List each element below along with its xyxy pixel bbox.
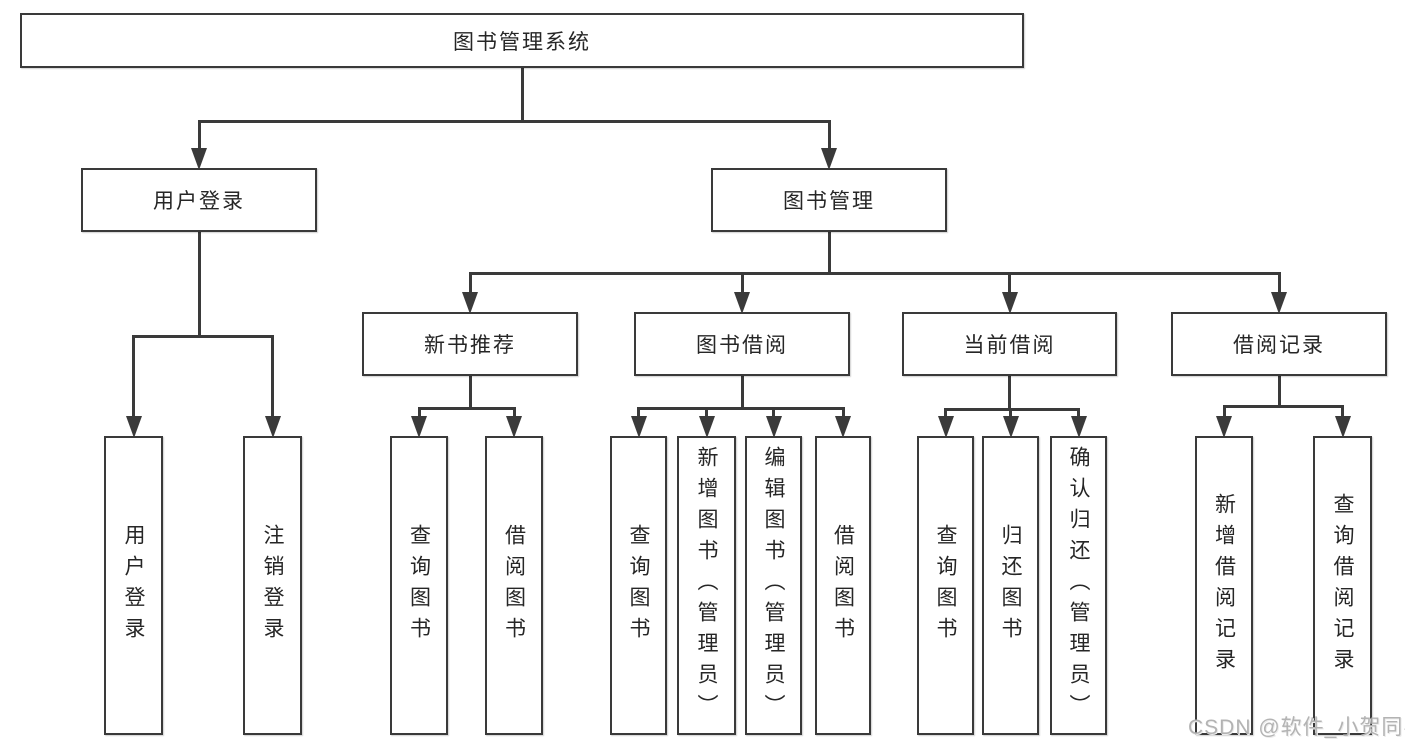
node-nb_borrow_books: 借阅图书 (485, 436, 543, 735)
arrow-down-icon (264, 416, 281, 438)
connector-drop (1009, 408, 1012, 422)
node-user_login_module: 用户登录 (81, 168, 317, 232)
connector-drop (1341, 405, 1344, 422)
arrow-down-icon (1216, 416, 1232, 438)
node-book_borrowing: 图书借阅 (634, 312, 850, 376)
connector-drop (197, 120, 201, 154)
node-label-cb_return_books: 归还图书 (999, 523, 1022, 648)
connector-drop (740, 272, 744, 298)
connector-bar (1222, 405, 1344, 408)
node-label-bb_query_books: 查询图书 (627, 523, 650, 648)
node-bb_query_books: 查询图书 (610, 436, 667, 735)
node-br_query_record: 查询借阅记录 (1313, 436, 1372, 735)
node-user_login: 用户登录 (104, 436, 163, 735)
node-logout: 注销登录 (243, 436, 302, 735)
node-label-book_management: 图书管理 (783, 190, 875, 213)
connector-stem (520, 68, 524, 123)
node-label-cb_query_books: 查询图书 (934, 523, 957, 648)
connector-stem (468, 376, 472, 410)
arrow-down-icon (734, 292, 750, 314)
node-label-user_login: 用户登录 (122, 523, 145, 648)
connector-drop (417, 407, 421, 422)
arrow-down-icon (1070, 416, 1087, 438)
connector-drop (637, 407, 640, 422)
arrow-down-icon (1001, 292, 1018, 314)
node-label-br_add_record: 新增借阅记录 (1212, 492, 1236, 679)
connector-drop (1008, 272, 1011, 298)
node-bb_borrow_books: 借阅图书 (815, 436, 871, 735)
connector-drop (772, 407, 775, 422)
connector-bar (132, 335, 274, 338)
node-label-bb_borrow_books: 借阅图书 (831, 523, 855, 648)
node-root: 图书管理系统 (20, 13, 1024, 68)
connector-bar (637, 407, 845, 410)
connector-stem (827, 232, 831, 275)
node-label-new_book_recommend: 新书推荐 (424, 334, 516, 357)
node-label-root: 图书管理系统 (453, 30, 591, 54)
node-label-nb_query_books: 查询图书 (407, 523, 431, 648)
arrow-down-icon (411, 416, 427, 438)
connector-drop (1277, 272, 1281, 298)
node-book_management: 图书管理 (711, 168, 947, 232)
node-bb_edit_books: 编辑图书（管理员） (745, 436, 802, 735)
arrow-down-icon (821, 148, 837, 170)
connector-drop (841, 407, 845, 422)
node-label-current_borrowing: 当前借阅 (963, 334, 1056, 357)
node-new_book_recommend: 新书推荐 (362, 312, 578, 376)
connector-drop (705, 407, 708, 422)
node-label-book_borrowing: 图书借阅 (696, 334, 788, 357)
connector-bar (417, 407, 516, 410)
node-cb_confirm_return: 确认归还（管理员） (1050, 436, 1107, 735)
arrow-down-icon (462, 292, 478, 314)
connector-stem (1277, 376, 1281, 408)
arrow-down-icon (765, 416, 782, 438)
connector-bar (468, 272, 1281, 275)
node-borrowing_records: 借阅记录 (1171, 312, 1387, 376)
arrow-down-icon (506, 416, 522, 438)
node-label-user_login_module: 用户登录 (153, 190, 245, 213)
connector-drop (512, 407, 516, 422)
connector-drop (132, 335, 135, 422)
node-current_borrowing: 当前借阅 (902, 312, 1117, 376)
connector-bar (944, 408, 1080, 411)
connector-drop (1077, 408, 1080, 422)
arrow-down-icon (191, 148, 207, 170)
node-label-cb_confirm_return: 确认归还（管理员） (1067, 446, 1090, 725)
connector-drop (1222, 405, 1226, 422)
node-label-br_query_record: 查询借阅记录 (1331, 492, 1354, 679)
arrow-down-icon (1002, 416, 1019, 438)
arrow-down-icon (937, 416, 954, 438)
node-label-logout: 注销登录 (261, 523, 284, 648)
arrow-down-icon (835, 416, 851, 438)
arrow-down-icon (1271, 292, 1287, 314)
arrow-down-icon (630, 416, 647, 438)
connector-drop (944, 408, 947, 422)
connector-stem (197, 232, 201, 338)
watermark-text: CSDN @软件_小贺同学 (1188, 716, 1405, 739)
connector-stem (1008, 376, 1011, 411)
connector-drop (827, 120, 831, 154)
node-bb_add_books: 新增图书（管理员） (677, 436, 736, 735)
node-cb_return_books: 归还图书 (982, 436, 1039, 735)
node-label-borrowing_records: 借阅记录 (1233, 334, 1325, 357)
arrow-down-icon (698, 416, 715, 438)
node-cb_query_books: 查询图书 (917, 436, 974, 735)
arrow-down-icon (1334, 416, 1351, 438)
node-nb_query_books: 查询图书 (390, 436, 448, 735)
connector-drop (468, 272, 472, 298)
connector-drop (271, 335, 274, 422)
connector-stem (740, 376, 744, 410)
node-label-bb_edit_books: 编辑图书（管理员） (762, 446, 785, 725)
node-label-bb_add_books: 新增图书（管理员） (695, 446, 718, 725)
arrow-down-icon (125, 416, 142, 438)
node-br_add_record: 新增借阅记录 (1195, 436, 1253, 735)
node-label-nb_borrow_books: 借阅图书 (502, 523, 526, 648)
connector-bar (197, 120, 831, 123)
